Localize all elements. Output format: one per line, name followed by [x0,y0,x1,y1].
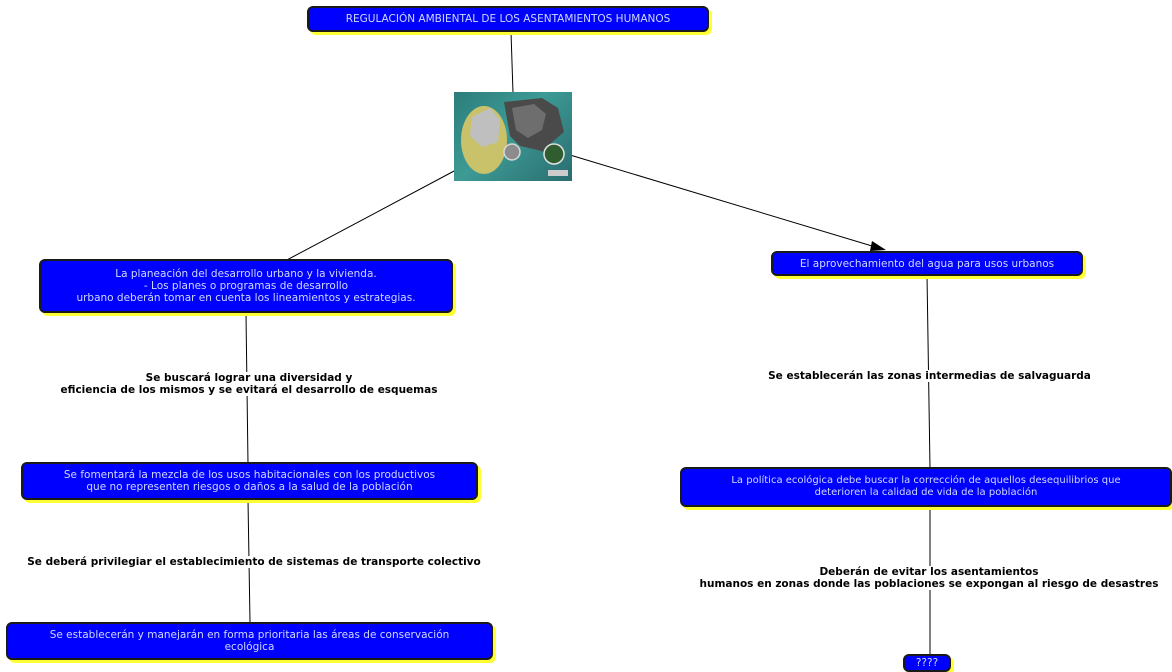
link-label-diversidad: Se buscará lograr una diversidad y efici… [34,372,464,396]
link-label-riesgo: Deberán de evitar los asentamientos huma… [683,566,1172,590]
node-planeacion[interactable]: La planeación del desarrollo urbano y la… [39,259,453,313]
link-label-transporte: Se deberá privilegiar el establecimiento… [12,556,496,568]
node-areas-conservacion[interactable]: Se establecerán y manejarán en forma pri… [6,622,493,660]
node-politica-ecologica[interactable]: La política ecológica debe buscar la cor… [680,467,1172,507]
arrowhead [870,241,886,251]
node-aprovechamiento-agua[interactable]: El aprovechamiento del agua para usos ur… [771,251,1083,276]
link-label-salvaguarda: Se establecerán las zonas intermedias de… [755,370,1104,382]
link-image-left [284,169,457,262]
link-root-image [510,31,514,94]
node-mezcla-usos[interactable]: Se fomentará la mezcla de los usos habit… [21,462,478,500]
root-node[interactable]: REGULACIÓN AMBIENTAL DE LOS ASENTAMIENTO… [307,6,709,32]
node-unknown[interactable]: ???? [903,654,951,672]
mexico-city-map-image [454,92,572,181]
link-image-right [569,154,883,250]
